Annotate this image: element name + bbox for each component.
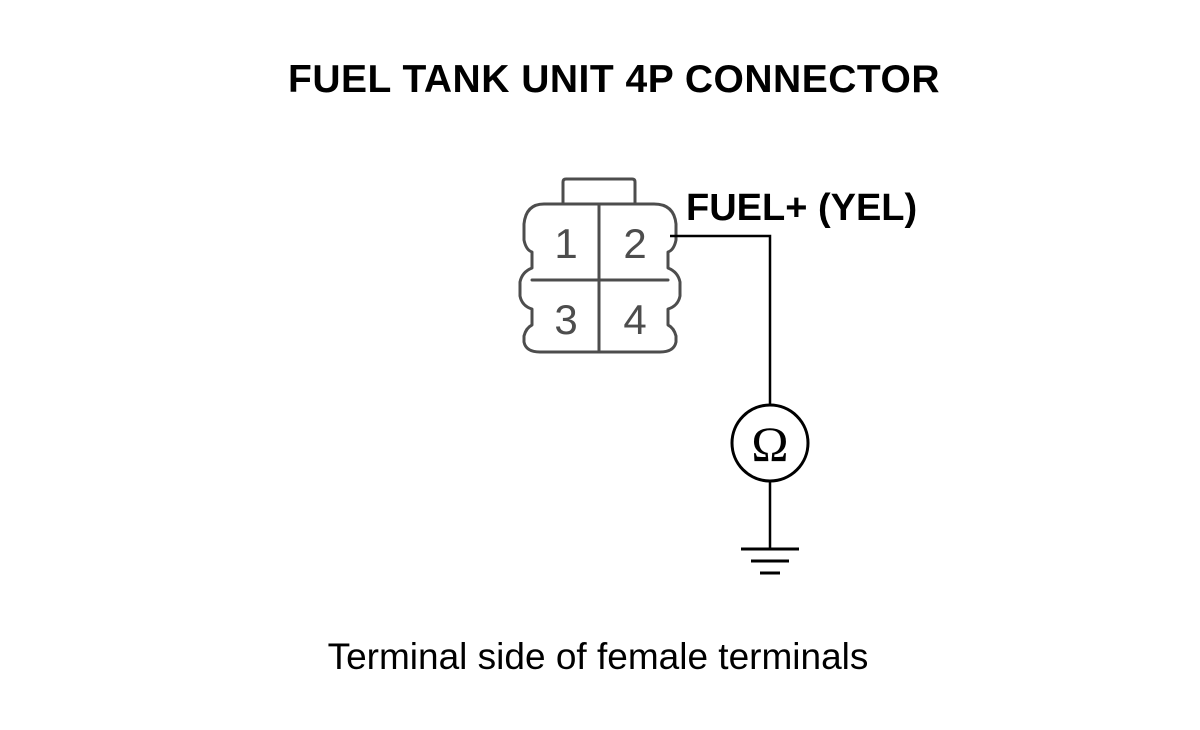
terminal-3-label: 3 [554, 296, 577, 343]
connector-housing [518, 202, 682, 354]
terminal-1-label: 1 [554, 220, 577, 267]
ohmmeter-icon: Ω [730, 403, 810, 483]
test-lead-wire [670, 234, 772, 405]
terminal-4-label: 4 [623, 296, 646, 343]
connector-4p [518, 177, 682, 354]
connector-latch [561, 177, 637, 206]
ohm-symbol: Ω [751, 416, 788, 472]
wire-label: FUEL+ (YEL) [686, 187, 917, 229]
terminal-2-label: 2 [623, 220, 646, 267]
ground-icon [741, 547, 799, 575]
diagram-caption: Terminal side of female terminals [327, 636, 869, 677]
diagram-title: FUEL TANK UNIT 4P CONNECTOR [288, 58, 940, 101]
